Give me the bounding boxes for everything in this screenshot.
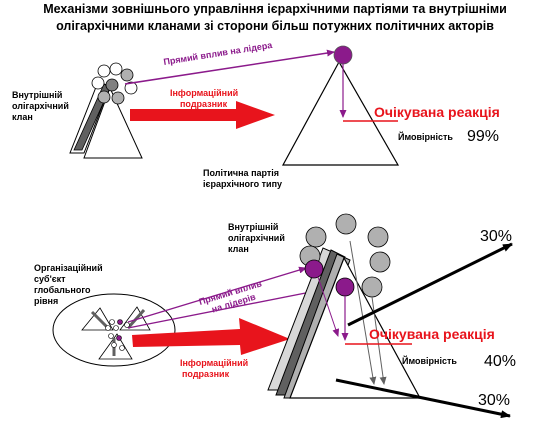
clan-member-circle: [109, 62, 123, 76]
small-node: [113, 325, 119, 331]
top-info-pressure-label: Інформаційний подразник: [170, 88, 241, 109]
clan-member-circle: [361, 276, 383, 298]
small-node: [109, 319, 115, 325]
clan-member-circle: [369, 251, 391, 273]
top-pyramid-front: [83, 86, 143, 159]
clan-member-circle: [111, 91, 125, 105]
title-line-1: Механізми зовнішнього управління ієрархі…: [43, 2, 507, 16]
small-node: [119, 345, 125, 351]
bottom-info-pressure-arrow: [132, 318, 290, 355]
upper-branch-arrow: [347, 242, 513, 327]
top-party-label: Політична партія ієрархічного типу: [203, 168, 282, 189]
global-actor-ellipse: [52, 293, 176, 367]
bottom-probability-label: Ймовірність: [402, 355, 457, 366]
bottom-probability-value: 40%: [484, 353, 516, 370]
bottom-direct-influence-label: Прямий вплив на лідерів: [198, 278, 269, 318]
top-info-pressure-arrow: [130, 101, 275, 129]
top-probability-label: Ймовірність: [398, 131, 453, 142]
clan-member-circle: [124, 81, 138, 95]
bottom-direct-influence-arrow-2: [127, 284, 337, 329]
bottom-party-pyramid: [289, 256, 422, 399]
bottom-direct-influence-arrow-1: [127, 266, 307, 323]
lower-branch-arrow: [335, 378, 511, 419]
bottom-info-pressure-label: Інформаційний подразник: [180, 358, 251, 379]
top-diagram: Внутрішній олігархічний клан Прямий впли…: [12, 40, 500, 189]
lower-branch-value: 30%: [478, 392, 510, 409]
upper-branch-value: 30%: [480, 228, 512, 245]
clan-member-circle: [97, 90, 111, 104]
top-direct-influence-arrow: [124, 49, 335, 85]
bottom-expected-reaction: Очікувана реакція: [369, 326, 495, 342]
small-pyramid-slab: [90, 310, 110, 330]
clan-member-circle: [305, 226, 327, 248]
clan-member-circle: [335, 213, 357, 235]
clan-member-circle: [105, 78, 119, 92]
top-direct-influence-label: Прямий вплив на лідера: [163, 40, 274, 67]
clan-member-circle: [91, 76, 105, 90]
bottom-leader-1: [304, 259, 324, 279]
bottom-leader-2: [335, 277, 355, 297]
small-node: [116, 335, 122, 341]
small-node: [108, 333, 114, 339]
bottom-leader-influence-arrow: [317, 276, 340, 337]
small-node: [124, 322, 130, 328]
small-node: [105, 325, 111, 331]
bottom-diagram: Організаційний суб'єкт глобального рівня: [34, 213, 516, 419]
bottom-clan-circles: [299, 213, 391, 298]
title-line-2: олігархічними кланами зі сторони більш п…: [56, 19, 494, 33]
top-expected-reaction: Очікувана реакція: [374, 104, 500, 120]
top-party-leader: [333, 45, 353, 65]
clan-member-circle: [97, 64, 111, 78]
top-clan-circles: [91, 62, 138, 105]
global-actor-label: Організаційний суб'єкт глобального рівня: [34, 263, 105, 306]
small-node: [111, 342, 117, 348]
small-node: [117, 319, 123, 325]
bottom-clan-influence-arrow: [349, 240, 377, 385]
clan-member-circle: [367, 226, 389, 248]
bottom-clan-label: Внутрішній олігархічний клан: [228, 222, 287, 254]
top-probability-value: 99%: [467, 128, 499, 145]
clan-member-circle: [120, 68, 134, 82]
top-clan-label: Внутрішній олігархічний клан: [12, 90, 71, 122]
